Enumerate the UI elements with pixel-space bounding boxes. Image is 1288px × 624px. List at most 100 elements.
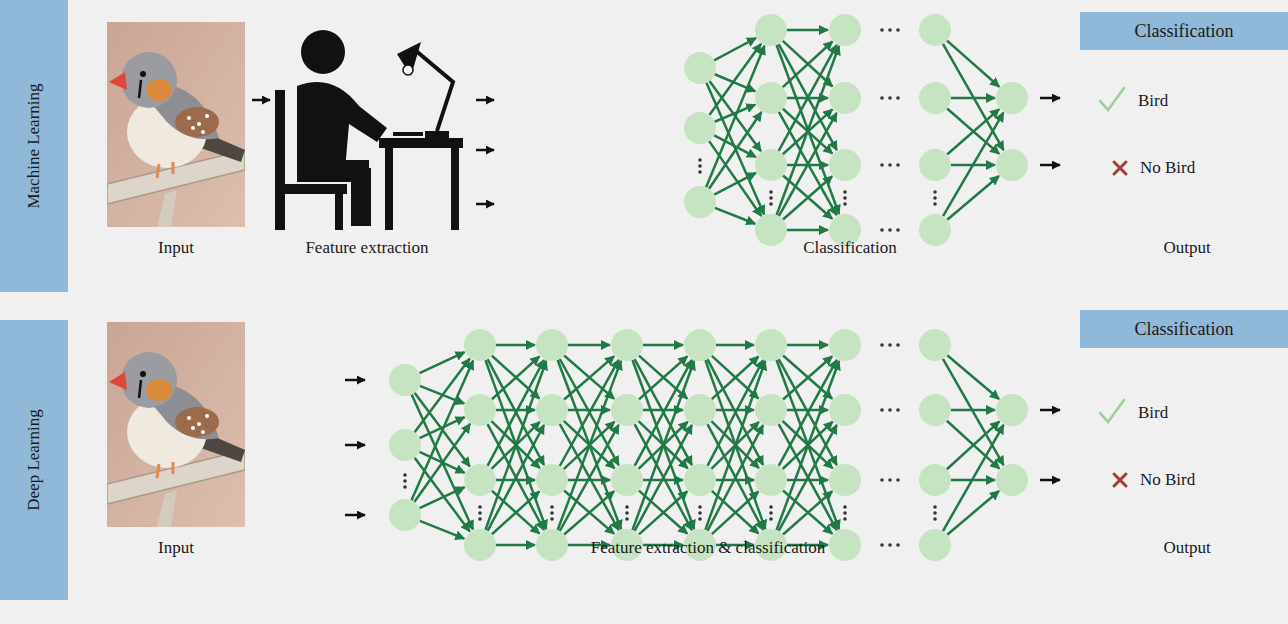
panel-label: Feature extraction bbox=[305, 238, 428, 257]
desk-leg bbox=[385, 148, 393, 230]
neuron bbox=[755, 394, 787, 426]
neuron bbox=[919, 394, 951, 426]
label-box: Input bbox=[158, 238, 194, 258]
desk-top bbox=[379, 138, 463, 148]
ellipsis-dot bbox=[880, 96, 884, 100]
network-connection bbox=[779, 425, 837, 531]
ellipsis-dot bbox=[888, 408, 892, 412]
network-connection bbox=[783, 356, 832, 399]
neuron bbox=[996, 82, 1028, 114]
network-connection bbox=[787, 29, 828, 32]
network-connection bbox=[943, 359, 1004, 465]
ellipsis-dot bbox=[933, 517, 937, 521]
network-connection bbox=[564, 355, 614, 398]
neuron bbox=[611, 329, 643, 361]
network-connection bbox=[705, 360, 765, 529]
neuron bbox=[919, 529, 951, 561]
bird-photo bbox=[107, 322, 245, 527]
label-box: Output bbox=[1163, 238, 1210, 258]
ellipsis-dot bbox=[769, 517, 773, 521]
network-connection bbox=[558, 360, 621, 529]
ellipsis-dot bbox=[698, 164, 702, 168]
wing-spot bbox=[201, 130, 205, 134]
network-connection bbox=[485, 361, 546, 530]
neuron bbox=[684, 394, 716, 426]
neural-network bbox=[389, 329, 1028, 561]
neuron bbox=[919, 149, 951, 181]
class-label: No Bird bbox=[1140, 158, 1195, 177]
section-band: Deep Learning bbox=[0, 320, 68, 600]
person-torso bbox=[297, 82, 387, 170]
network-connection bbox=[420, 521, 464, 539]
ellipsis-dot bbox=[880, 228, 884, 232]
neuron bbox=[919, 214, 951, 246]
ellipsis-dot bbox=[843, 505, 847, 509]
network-connection bbox=[643, 344, 683, 347]
network-connection bbox=[564, 491, 614, 534]
network-connection bbox=[712, 356, 759, 399]
ellipsis-dot bbox=[896, 343, 900, 347]
wing-spot bbox=[191, 426, 195, 430]
bird-beak bbox=[109, 72, 127, 90]
ellipsis-dot bbox=[888, 228, 892, 232]
bird-cheek bbox=[146, 379, 172, 401]
check-mark bbox=[1100, 88, 1124, 110]
bird-photo bbox=[107, 22, 245, 227]
chair-back bbox=[275, 90, 285, 230]
network-connection bbox=[779, 113, 837, 216]
ellipsis-dot bbox=[403, 485, 407, 489]
panel-label: Feature extraction & classification bbox=[591, 538, 826, 557]
network-connection bbox=[492, 491, 540, 534]
ellipsis-dot bbox=[880, 163, 884, 167]
network-connection bbox=[712, 356, 759, 399]
ellipsis-dot bbox=[843, 511, 847, 515]
neuron bbox=[919, 329, 951, 361]
bird-legs bbox=[157, 162, 173, 178]
ellipsis-dot bbox=[933, 202, 937, 206]
neuron bbox=[829, 149, 861, 181]
network-connection bbox=[707, 360, 763, 466]
ellipsis-dot bbox=[880, 28, 884, 32]
ellipsis-dot bbox=[888, 478, 892, 482]
label-box: Classification bbox=[803, 238, 896, 258]
neural-network bbox=[684, 14, 1028, 246]
network-connection bbox=[951, 97, 995, 100]
node-text: Classification bbox=[1135, 319, 1234, 340]
bird-wing bbox=[175, 107, 219, 137]
network-connection bbox=[943, 44, 1004, 150]
network-connection bbox=[415, 359, 470, 433]
neuron bbox=[919, 14, 951, 46]
neuron bbox=[611, 394, 643, 426]
network-connection bbox=[485, 360, 546, 529]
network-connection bbox=[568, 344, 610, 347]
ellipsis-dot bbox=[933, 511, 937, 515]
ellipsis-dot bbox=[625, 517, 629, 521]
network-connection bbox=[488, 425, 544, 531]
panel-label: Output bbox=[1163, 538, 1210, 557]
ellipsis-dot bbox=[698, 170, 702, 174]
flow-arrow bbox=[345, 444, 365, 447]
wing-spot bbox=[201, 430, 205, 434]
network-connection bbox=[412, 395, 473, 530]
neuron bbox=[755, 329, 787, 361]
neuron bbox=[464, 464, 496, 496]
neuron bbox=[611, 464, 643, 496]
twig bbox=[157, 190, 177, 227]
class-label: No Bird bbox=[1140, 470, 1195, 489]
label-box: No Bird bbox=[1140, 158, 1195, 178]
neuron bbox=[829, 82, 861, 114]
flow-arrow bbox=[1040, 409, 1060, 412]
neuron bbox=[389, 499, 421, 531]
ellipsis-dot bbox=[888, 163, 892, 167]
network-connection bbox=[951, 409, 995, 412]
neuron bbox=[684, 329, 716, 361]
cross-mark bbox=[1114, 162, 1126, 174]
label-box: Feature extraction bbox=[305, 238, 428, 258]
ellipsis-dot bbox=[478, 511, 482, 515]
neuron bbox=[829, 464, 861, 496]
neuron bbox=[464, 329, 496, 361]
photo-background bbox=[107, 22, 245, 227]
ellipsis-dot bbox=[888, 343, 892, 347]
network-connection bbox=[419, 417, 464, 438]
network-connection bbox=[558, 361, 621, 530]
